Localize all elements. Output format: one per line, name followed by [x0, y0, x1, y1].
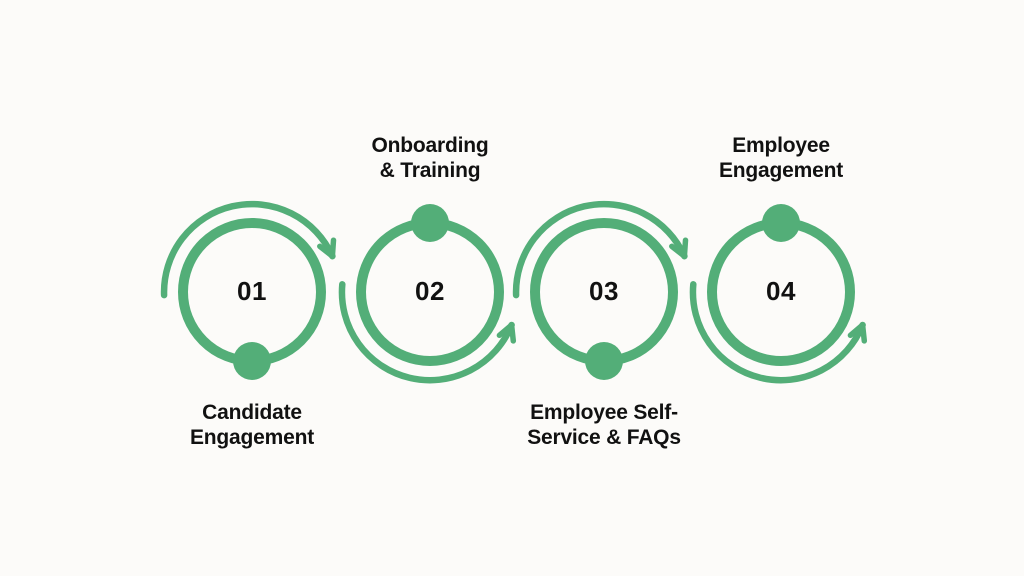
arrow-arc [160, 200, 336, 299]
arrowhead-icon [669, 237, 689, 259]
step-1: 01 Candidate Engagement [147, 0, 357, 576]
step-label-line2: Engagement [189, 426, 315, 449]
step-number: 02 [415, 276, 445, 306]
step-dot-icon [762, 204, 800, 242]
step-label-line1: Employee Self- [530, 401, 678, 424]
arrow-arc [338, 281, 515, 384]
step-number: 03 [589, 276, 619, 306]
step-label-line2: Engagement [718, 159, 844, 182]
arrow-arc [689, 281, 866, 384]
step-label-line2: & Training [379, 159, 481, 182]
step-2: 02 Onboarding & Training [325, 0, 535, 576]
step-label: Employee Self- Service & FAQs [494, 400, 714, 450]
step-dot-icon [233, 342, 271, 380]
arrowhead-icon [317, 237, 337, 259]
step-number: 04 [766, 276, 796, 306]
cycle-arrow-icon [512, 200, 689, 380]
step-dot-icon [585, 342, 623, 380]
cycle-arrow-icon [689, 204, 868, 384]
step-label: Employee Engagement [671, 133, 891, 183]
step-label-line2: Service & FAQs [527, 426, 681, 449]
step-label-line1: Employee [732, 134, 830, 157]
cycle-arrow-icon [160, 200, 337, 380]
step-number: 01 [237, 276, 267, 306]
arrowhead-icon [847, 322, 868, 344]
step-dot-icon [411, 204, 449, 242]
step-label-line1: Candidate [202, 401, 302, 424]
arrowhead-icon [496, 322, 517, 344]
step-label: Candidate Engagement [142, 400, 362, 450]
arrow-arc [512, 200, 688, 299]
cycle-arrow-icon [338, 204, 517, 384]
step-label: Onboarding & Training [320, 133, 540, 183]
step-label-line1: Onboarding [371, 134, 489, 157]
step-4: 04 Employee Engagement [676, 0, 886, 576]
step-3: 03 Employee Self- Service & FAQs [499, 0, 709, 576]
